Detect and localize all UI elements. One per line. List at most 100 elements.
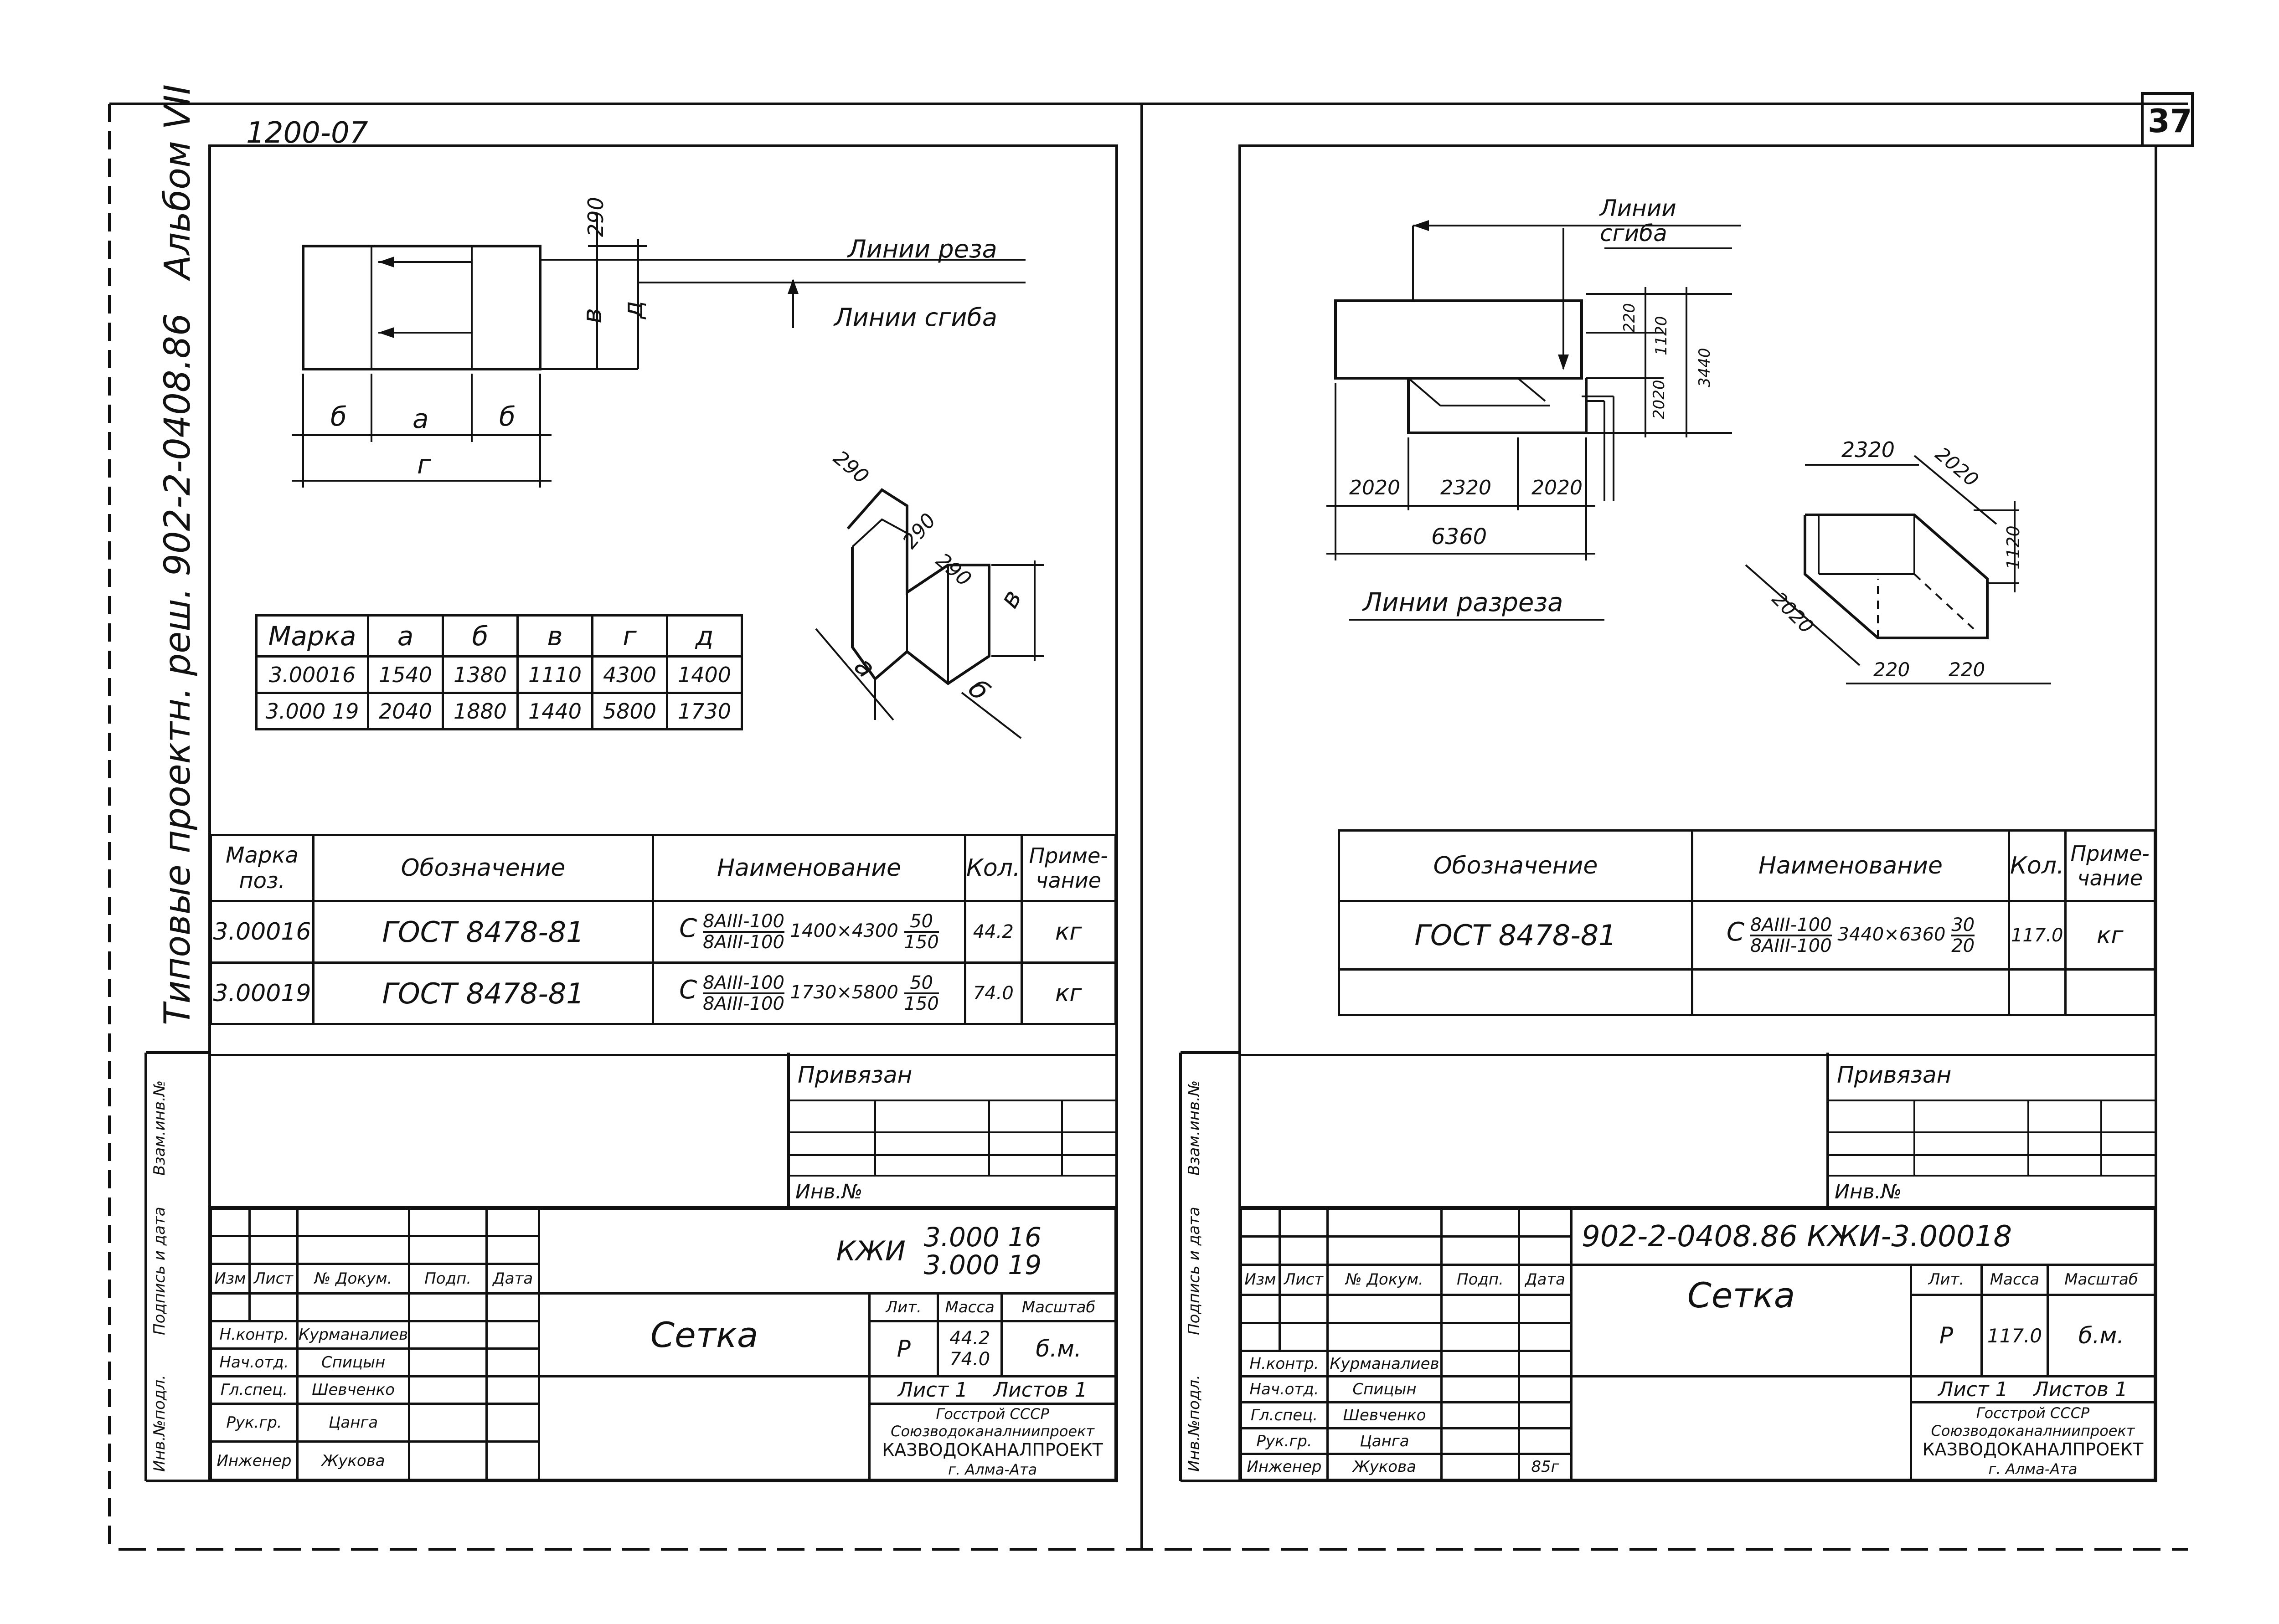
title-block-right: 902-2-0408.86 КЖИ-3.00018 Изм Лист № Док…: [1240, 1207, 2156, 1481]
dim-2020-a: 2020: [1349, 476, 1400, 499]
page-number: 37: [2148, 103, 2192, 140]
org-line: Госстрой СССР: [936, 1405, 1049, 1423]
vzam-inv-label: Взам.инв.№: [150, 1080, 169, 1176]
dim-1120: 1120: [1652, 316, 1671, 355]
spec-header-name: Наименование: [1691, 829, 2010, 902]
table-cell: 1110: [516, 655, 593, 694]
table-cell: 1880: [442, 692, 519, 730]
org-line: КАЗВОДОКАНАЛПРОЕКТ: [882, 1440, 1103, 1460]
mark-table: Марка а б в г д 3.00016 1540 1380 1110 4…: [255, 614, 743, 730]
podp-data-label: Подпись и дата: [150, 1207, 169, 1335]
iso-dim-1120: 1120: [2003, 525, 2023, 570]
org-line: КАЗВОДОКАНАЛПРОЕКТ: [1922, 1439, 2144, 1460]
name-cell: Спицын: [1326, 1375, 1443, 1404]
dim-g: г: [417, 449, 431, 480]
col-doc: № Докум.: [1326, 1263, 1443, 1296]
role-cell: Инженер: [1240, 1453, 1329, 1481]
col-d-header: д: [666, 614, 743, 658]
name-cell: Спицын: [296, 1347, 411, 1377]
iso-dim-220-a: 220: [1873, 658, 1910, 681]
mass-value: 117.0: [1980, 1294, 2049, 1378]
name-cell: Шевченко: [1326, 1401, 1443, 1429]
spec-designation: ГОСТ 8478-81: [1338, 900, 1693, 971]
spec-qty: 74.0: [964, 961, 1023, 1025]
spec-note: кг: [2064, 900, 2156, 971]
cut-line-label: Линии реза: [848, 235, 997, 263]
org-line: г. Алма-Ата: [948, 1460, 1037, 1478]
scale-header: Масштаб: [1000, 1292, 1117, 1322]
dim-2020-c: 2020: [1531, 476, 1583, 499]
dim-v: в: [577, 308, 608, 324]
lit-value: Р: [1910, 1294, 1983, 1378]
dim-b-right: б: [499, 401, 516, 432]
title-block-left: КЖИ 3.000 16 3.000 19 Изм Лист № Докум. …: [210, 1207, 1117, 1481]
col-list: Лист: [248, 1262, 299, 1295]
role-cell: Гл.спец.: [210, 1375, 299, 1405]
spec-header-qty: Кол.: [964, 834, 1023, 902]
dim-a: а: [412, 403, 429, 434]
cut-line-label-right: Линии разреза: [1363, 588, 1563, 617]
sheet-title: Сетка: [1570, 1263, 1912, 1378]
privyazan-label: Привязан: [798, 1062, 913, 1088]
scale-value: б.м.: [2047, 1294, 2156, 1378]
spec-header-name: Наименование: [652, 834, 966, 902]
dim-290: 290: [583, 197, 608, 237]
table-cell: 3.000 19: [255, 692, 369, 730]
mass-header: Масса: [937, 1292, 1003, 1322]
spec-pos: 3.00019: [210, 961, 315, 1025]
inv-no-label: Инв.№: [795, 1180, 863, 1203]
org-line: Госстрой СССР: [1976, 1404, 2090, 1422]
doc-code: 902-2-0408.86 КЖИ-3.00018: [1570, 1208, 2156, 1265]
corner-code: 1200-07: [246, 116, 368, 150]
col-b-header: б: [442, 614, 519, 658]
role-cell: Инженер: [210, 1440, 299, 1481]
spec-note: кг: [1020, 961, 1117, 1025]
role-cell: Нач.отд.: [210, 1347, 299, 1377]
bend-line-label-right: Линии сгиба: [1600, 195, 1676, 247]
role-cell: Рук.гр.: [210, 1402, 299, 1443]
spec-note: кг: [1020, 900, 1117, 964]
mark-header: Марка: [255, 614, 369, 658]
table-cell: 3.00016: [255, 655, 369, 694]
dim-b-left: б: [330, 401, 347, 432]
sheets-total: Листов 1: [2033, 1377, 2128, 1401]
table-cell: 1540: [367, 655, 444, 694]
privyazan-label: Привязан: [1837, 1062, 1952, 1088]
dim-3440: 3440: [1696, 348, 1714, 387]
name-cell: Жукова: [296, 1440, 411, 1481]
spec-header-note: Приме-чание: [1020, 834, 1117, 902]
table-cell: 1400: [666, 655, 743, 694]
vzam-inv-label: Взам.инв.№: [1185, 1080, 1203, 1176]
sheet-title: Сетка: [538, 1292, 871, 1377]
mass-header: Масса: [1980, 1263, 2049, 1296]
col-g-header: г: [591, 614, 668, 658]
name-cell: Курманалиев: [1326, 1349, 1443, 1378]
table-cell: 1440: [516, 692, 593, 730]
inv-podl-label: Инв.№подл.: [150, 1375, 169, 1472]
lit-header: Лит.: [1910, 1263, 1983, 1296]
spec-table-right: Обозначение Наименование Кол. Приме-чани…: [1338, 829, 2156, 1016]
name-cell: Жукова: [1326, 1453, 1443, 1481]
lit-header: Лит.: [868, 1292, 939, 1322]
inv-podl-label: Инв.№подл.: [1185, 1375, 1203, 1472]
lit-value: Р: [868, 1320, 939, 1377]
role-cell: Н.контр.: [210, 1320, 299, 1350]
doc-code-2: 3.000 19: [923, 1249, 1042, 1280]
doc-code-1: 3.000 16: [923, 1221, 1042, 1253]
col-podp: Подп.: [408, 1262, 488, 1295]
role-cell: Нач.отд.: [1240, 1375, 1329, 1404]
name-cell: Цанга: [1326, 1427, 1443, 1455]
org-line: Союзводоканалниипроект: [1931, 1422, 2135, 1439]
col-doc: № Докум.: [296, 1262, 411, 1295]
col-izm: Изм: [1240, 1263, 1281, 1296]
table-cell: 2040: [367, 692, 444, 730]
col-date: Дата: [1518, 1263, 1573, 1296]
name-cell: Шевченко: [296, 1375, 411, 1405]
doc-code-prefix: КЖИ: [836, 1235, 906, 1267]
name-cell: Цанга: [296, 1402, 411, 1443]
